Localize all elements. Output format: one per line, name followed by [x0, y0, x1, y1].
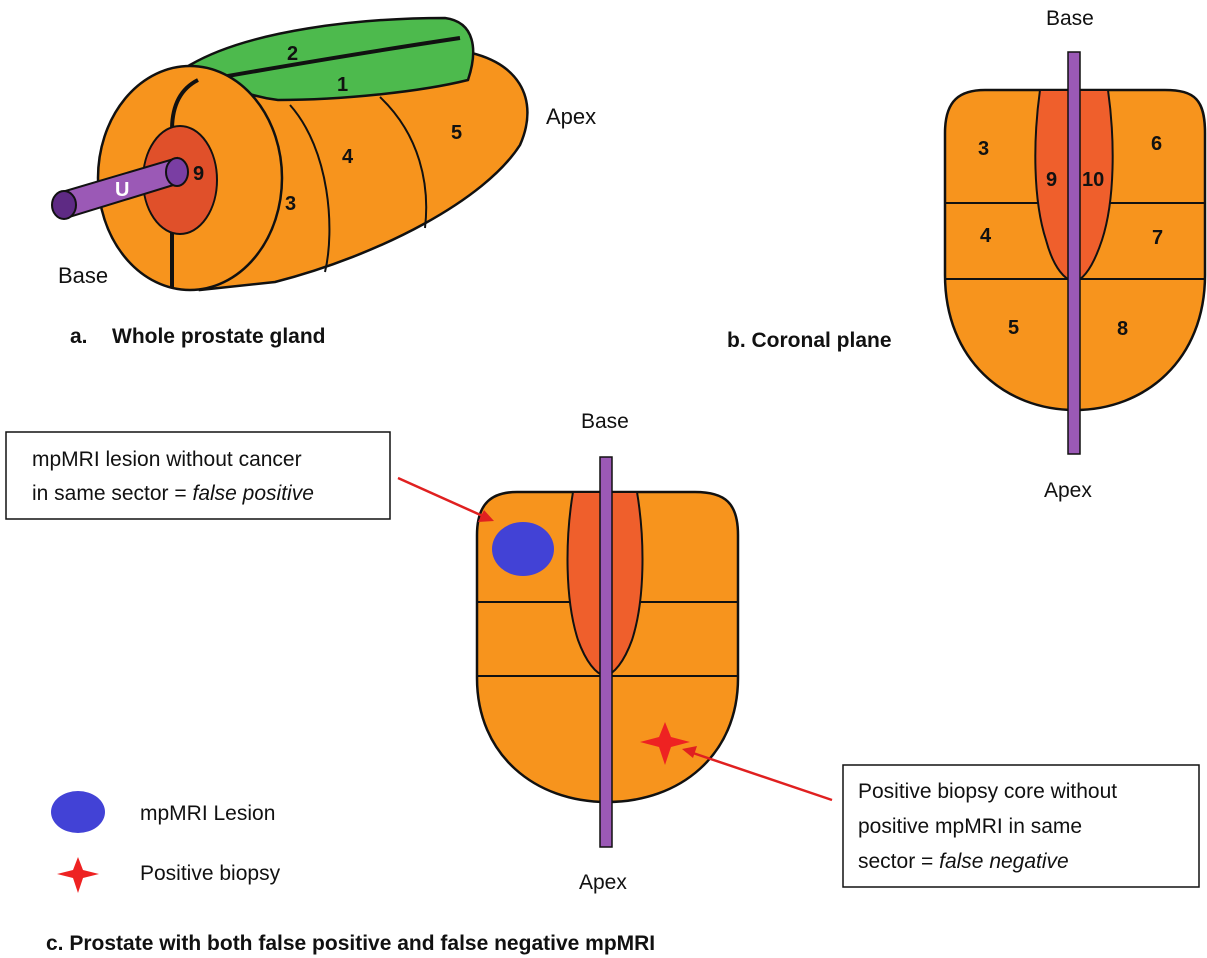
false-negative-callout: Positive biopsy core without positive mp…: [843, 765, 1199, 887]
urethra-label: U: [115, 179, 129, 201]
false-positive-line2: in same sector = false positive: [32, 482, 314, 505]
sector-label-3b: 3: [978, 138, 989, 160]
sector-label-5b: 5: [1008, 317, 1019, 339]
false-negative-line1: Positive biopsy core without: [858, 780, 1117, 803]
panel-b-caption: b. Coronal plane: [727, 329, 892, 352]
false-positive-line2-prefix: in same sector =: [32, 482, 192, 505]
false-positive-callout: mpMRI lesion without cancer in same sect…: [6, 432, 390, 519]
sector-label-2a: 2: [287, 43, 298, 65]
panel-a-whole-gland: U 9 2 1 3 4 5 Base Apex a. Whole prostat…: [52, 18, 596, 348]
panel-c-prostate: Base Apex: [477, 410, 738, 894]
legend-lesion-icon: [51, 791, 105, 833]
panel-b-coronal: 3 4 5 6 7 8 9 10 Base Apex b. Coronal pl…: [727, 7, 1205, 502]
panel-a-caption: Whole prostate gland: [112, 325, 326, 348]
sector-label-6b: 6: [1151, 133, 1162, 155]
panel-c-urethra: [600, 457, 612, 847]
panel-a-apex-label: Apex: [546, 104, 596, 129]
sector-label-4a: 4: [342, 146, 354, 168]
sector-label-9a: 9: [193, 163, 204, 185]
panel-b-base-label: Base: [1046, 7, 1094, 30]
mpmri-lesion-marker: [492, 522, 554, 576]
false-negative-line2: positive mpMRI in same: [858, 815, 1082, 838]
panel-c-caption: c. Prostate with both false positive and…: [46, 932, 655, 955]
panel-c-apex-label: Apex: [579, 871, 627, 894]
false-positive-line1: mpMRI lesion without cancer: [32, 448, 302, 471]
sector-label-1a: 1: [337, 74, 348, 96]
panel-c-base-label: Base: [581, 410, 629, 433]
sector-label-5a: 5: [451, 122, 462, 144]
legend-biopsy-icon: [57, 857, 99, 893]
sector-label-8b: 8: [1117, 318, 1128, 340]
legend-lesion-label: mpMRI Lesion: [140, 802, 275, 825]
false-negative-term: false negative: [939, 850, 1069, 873]
legend-biopsy-label: Positive biopsy: [140, 862, 281, 885]
panel-b-apex-label: Apex: [1044, 479, 1092, 502]
sector-label-4b: 4: [980, 225, 992, 247]
coronal-urethra: [1068, 52, 1080, 454]
false-negative-arrow: [690, 752, 832, 800]
sector-label-9b: 9: [1046, 169, 1057, 191]
panel-a-base-label: Base: [58, 263, 108, 288]
false-positive-term: false positive: [192, 482, 313, 505]
legend: mpMRI Lesion Positive biopsy: [51, 791, 281, 893]
false-negative-line3: sector = false negative: [858, 850, 1069, 873]
sector-label-10b: 10: [1082, 169, 1104, 191]
false-negative-line3-prefix: sector =: [858, 850, 939, 873]
sector-label-7b: 7: [1152, 227, 1163, 249]
panel-a-caption-letter: a.: [70, 325, 88, 348]
false-positive-arrow: [398, 478, 485, 517]
sector-label-3a: 3: [285, 193, 296, 215]
